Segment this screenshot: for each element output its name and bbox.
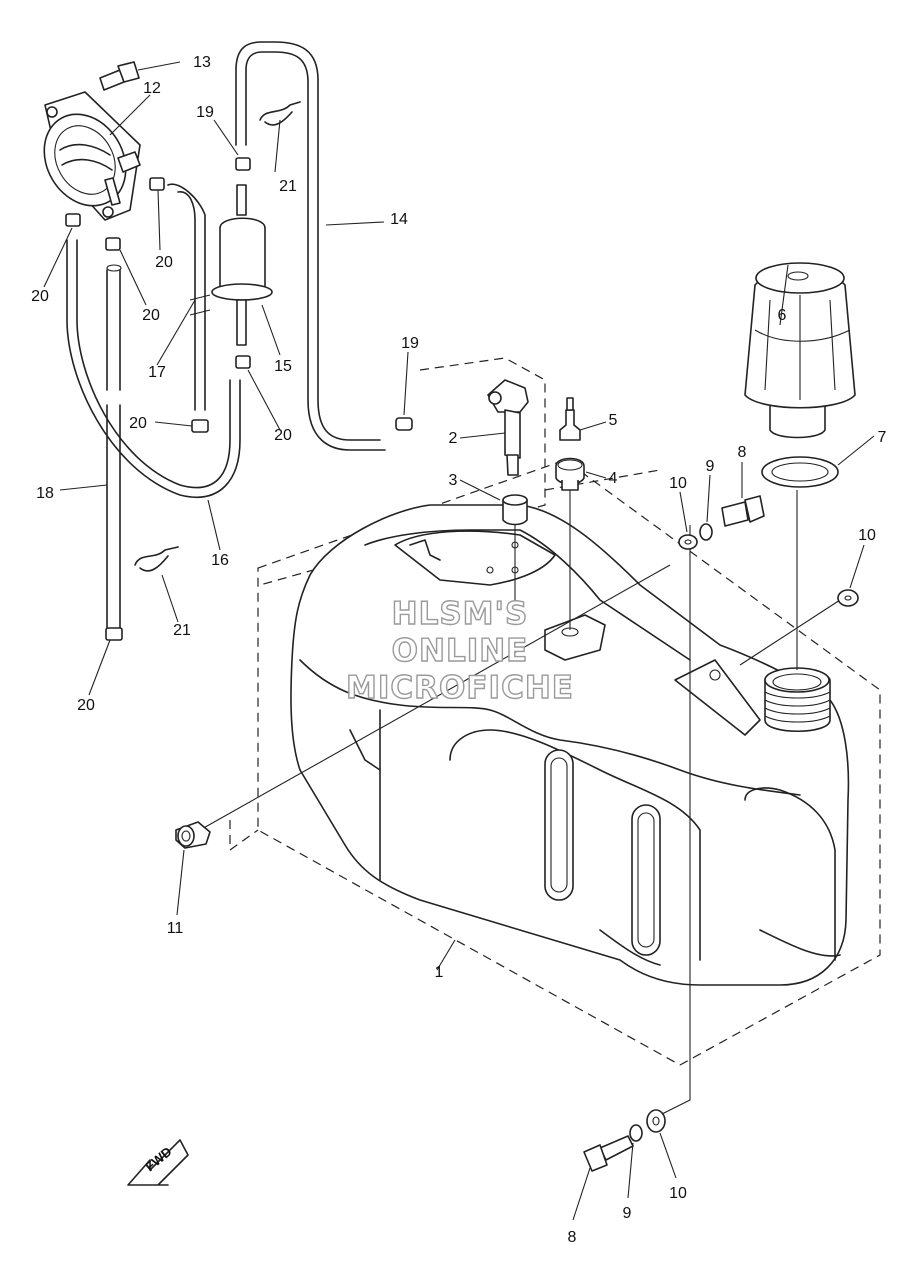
callout-8-upper: 8: [738, 444, 747, 461]
grommet-part-3: [502, 494, 528, 526]
callout-18: 18: [36, 485, 54, 502]
callout-10-right: 10: [858, 527, 876, 544]
callout-6: 6: [778, 307, 787, 324]
callout-20-filter: 20: [274, 427, 292, 444]
callout-20-left: 20: [31, 288, 49, 305]
callout-4: 4: [609, 470, 618, 487]
washer-part-9-upper: [699, 523, 713, 541]
washer-part-9-lower: [629, 1124, 643, 1142]
nipple-part-5: [559, 397, 581, 441]
fuel-filter-part-15: [211, 184, 273, 346]
grommet-part-11: [175, 821, 211, 849]
callout-14: 14: [390, 211, 408, 228]
callout-20-hose17: 20: [129, 415, 147, 432]
callout-9-upper: 9: [706, 458, 715, 475]
watermark-line3: MICROFICHE: [346, 670, 574, 706]
fuel-tank: [290, 504, 850, 986]
watermark: HLSM'S ONLINE MICROFICHE: [345, 595, 574, 706]
washer-part-10-lower: [646, 1109, 666, 1133]
callout-labels: 1 2 3 4 5 6 7 8 8 9 9 10 10 10 11 12 13 …: [31, 54, 886, 1246]
washer-part-10-right: [837, 589, 859, 607]
screw-part-13: [99, 61, 140, 91]
callout-21-lower: 21: [173, 622, 191, 639]
callout-5: 5: [609, 412, 618, 429]
leader-lines: [199, 490, 841, 1116]
callout-leaders: [43, 61, 875, 1221]
gasket-part-7: [761, 456, 839, 488]
callout-20-mid: 20: [142, 307, 160, 324]
callout-21-upper: 21: [279, 178, 297, 195]
callout-3: 3: [449, 472, 458, 489]
callout-13: 13: [193, 54, 211, 71]
watermark-line1: HLSM'S: [392, 596, 529, 632]
fwd-arrow-icon: FWD: [127, 1139, 189, 1186]
callout-16: 16: [211, 552, 229, 569]
callout-9-lower: 9: [623, 1205, 632, 1222]
callout-19-upper: 19: [196, 104, 214, 121]
clamps: [65, 101, 413, 641]
callout-20-bottom: 20: [77, 697, 95, 714]
filler-cap-part-6: [744, 262, 856, 439]
callout-10-upper: 10: [669, 475, 687, 492]
bolt-part-8-upper: [721, 495, 765, 527]
callout-19-right: 19: [401, 335, 419, 352]
hose-part-16: [66, 239, 241, 498]
callout-15: 15: [274, 358, 292, 375]
callout-7: 7: [878, 429, 887, 446]
hose-part-14: [235, 41, 386, 451]
callout-2: 2: [449, 430, 458, 447]
watermark-line2: ONLINE: [392, 633, 529, 669]
bolt-part-8-lower: [583, 1135, 634, 1172]
washer-part-10-upper: [678, 534, 698, 550]
callout-1: 1: [435, 964, 444, 981]
pickup-tube-part-2: [487, 379, 529, 476]
callout-17: 17: [148, 364, 166, 381]
callout-12: 12: [143, 80, 161, 97]
hose-part-17: [167, 183, 211, 411]
hose-part-18: [106, 264, 122, 636]
callout-8-lower: 8: [568, 1229, 577, 1246]
callout-20-pump: 20: [155, 254, 173, 271]
callout-10-lower: 10: [669, 1185, 687, 1202]
callout-11: 11: [167, 920, 184, 937]
fuel-pump-part-12: [43, 91, 141, 221]
fitting-part-4: [555, 457, 585, 491]
